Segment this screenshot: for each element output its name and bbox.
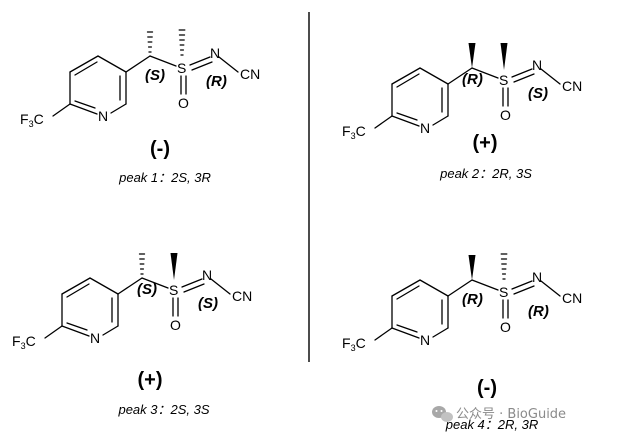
peak-label: peak 2：2R, 3S: [439, 166, 532, 181]
carbon-config: (R): [462, 291, 483, 308]
sulfur-label: S: [499, 72, 508, 88]
bold-wedge-carbon: [468, 255, 476, 280]
bold-wedge-sulfur: [500, 43, 508, 70]
hashed-wedge-sulfur: [500, 253, 508, 280]
sulfur-label: S: [177, 60, 186, 76]
watermark: 公众号 · BioGuide: [432, 406, 566, 422]
ring-n-label: N: [98, 108, 108, 124]
bold-wedge-sulfur: [170, 253, 178, 280]
cf3-label: F3C: [342, 335, 366, 353]
sulfur-label: S: [169, 282, 178, 298]
hashed-wedge-carbon: [138, 253, 146, 275]
peak-label: peak 1：2S, 3R: [118, 170, 211, 185]
cn-label: CN: [562, 290, 582, 306]
sulfur-config: (R): [206, 73, 227, 90]
ring-n-label: N: [420, 332, 430, 348]
hashed-wedge-sulfur: [178, 29, 186, 56]
cf3-label: F3C: [12, 333, 36, 351]
imine-n-label: N: [202, 267, 212, 283]
molecule-2: F3C N S O N CN (R) (S) (+) peak 2：2R, 3S: [342, 43, 582, 181]
imine-n-label: N: [532, 57, 542, 73]
peak-label: peak 3：2S, 3S: [117, 402, 209, 417]
sulfur-config: (S): [528, 85, 548, 102]
carbon-config: (S): [145, 67, 165, 84]
carbon-config: (S): [137, 281, 157, 298]
molecule-1: F3C N S O N CN (S) (R) (-) peak 1：2S, 3R: [20, 29, 260, 185]
ring-n-label: N: [90, 330, 100, 346]
ring-n-label: N: [420, 120, 430, 136]
cn-label: CN: [240, 66, 260, 82]
hashed-wedge-carbon: [146, 31, 154, 53]
peak-label: peak 4：2R, 3R: [445, 417, 539, 432]
cn-label: CN: [232, 288, 252, 304]
oxygen-label: O: [500, 319, 511, 335]
carbon-config: (R): [462, 71, 483, 88]
sulfur-config: (S): [198, 295, 218, 312]
sulfur-config: (R): [528, 303, 549, 320]
molecule-3: F3C N S O N CN (S) (S) (+) peak 3：2S, 3S: [12, 253, 252, 417]
watermark-text: 公众号 · BioGuide: [456, 407, 566, 422]
oxygen-label: O: [170, 317, 181, 333]
oxygen-label: O: [178, 95, 189, 111]
cn-label: CN: [562, 78, 582, 94]
optical-rotation-sign: (-): [477, 377, 497, 399]
optical-rotation-sign: (+): [473, 132, 498, 154]
imine-n-label: N: [210, 45, 220, 61]
molecule-4: F3C N S O N CN (R) (R) (-) peak 4：2R, 3R: [342, 253, 582, 432]
bold-wedge-carbon: [468, 43, 476, 68]
cf3-label: F3C: [20, 111, 44, 129]
cf3-label: F3C: [342, 123, 366, 141]
oxygen-label: O: [500, 107, 511, 123]
imine-n-label: N: [532, 269, 542, 285]
wechat-icon: [432, 406, 453, 422]
optical-rotation-sign: (-): [150, 138, 170, 160]
optical-rotation-sign: (+): [138, 369, 163, 391]
sulfur-label: S: [499, 284, 508, 300]
